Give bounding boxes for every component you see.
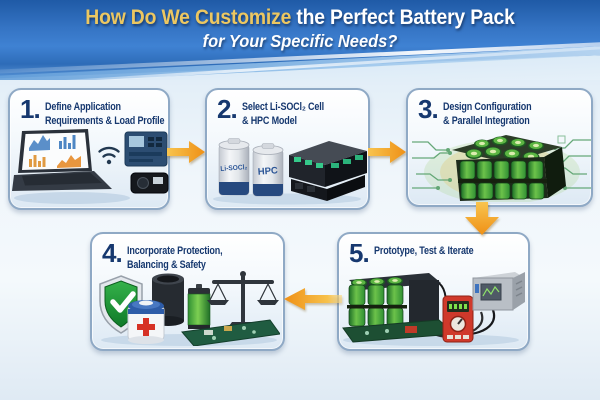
step-4-heading: 4. Incorporate Protection, Balancing & S… — [92, 234, 283, 273]
step-card-3: 3. Design Configuration & Parallel Integ… — [406, 88, 593, 207]
arrow-step5-to-step4 — [284, 288, 342, 310]
pack-cells — [348, 284, 404, 327]
step-title-line2: & HPC Model — [241, 114, 297, 127]
step-title-line2: Requirements & Load Profile — [44, 114, 165, 127]
cell-front-row-1 — [459, 160, 544, 180]
multimeter-icon — [442, 295, 474, 343]
cell-front-row-2 — [460, 182, 545, 200]
arrow-step3-to-step5 — [465, 202, 499, 235]
page-title-accent: How Do We Customize — [85, 5, 297, 29]
hpc-cell-icon: HPC — [252, 143, 284, 197]
header-banner: How Do We Customize the Perfect Battery … — [0, 0, 600, 80]
arrow-step2-to-step3 — [368, 141, 406, 163]
pcb-board-icon — [181, 319, 280, 346]
circuit-traces-left-icon — [412, 141, 452, 190]
step-title-line2: Balancing & Safety — [126, 258, 206, 271]
step-5-illustration — [342, 272, 525, 346]
wifi-icon — [98, 146, 120, 165]
step-3-heading: 3. Design Configuration & Parallel Integ… — [408, 90, 591, 129]
step-number: 3. — [418, 94, 439, 124]
step-1-heading: 1. Define Application Requirements & Loa… — [10, 90, 168, 129]
step-card-1: 1. Define Application Requirements & Loa… — [8, 88, 170, 210]
step-card-5: 5. Prototype, Test & Iterate — [337, 232, 530, 351]
page-title-rest: the Perfect Battery Pack — [296, 5, 515, 29]
test-device-icon — [124, 131, 168, 167]
page-subtitle: for Your Specific Needs? — [202, 31, 398, 51]
instrument-box-icon — [472, 272, 525, 311]
cell-label-hpc: HPC — [257, 165, 278, 177]
step-title-line1: Incorporate Protection, — [126, 245, 223, 257]
step-4-illustration — [99, 271, 280, 346]
step-card-2: 2. Select Li-SOCl₂ Cell & HPC Model Li-S… — [205, 88, 370, 210]
arrow-step1-to-step2 — [167, 141, 205, 163]
step-2-heading: 2. Select Li-SOCl₂ Cell & HPC Model — [207, 90, 368, 129]
step-number: 4. — [102, 238, 123, 268]
step-number: 2. — [217, 94, 238, 124]
step-1-illustration — [12, 129, 169, 204]
step-5-heading: 5. Prototype, Test & Iterate — [339, 234, 528, 268]
prototype-pack-icon — [342, 273, 457, 343]
step-card-4: 4. Incorporate Protection, Balancing & S… — [90, 232, 285, 351]
battery-pack-icon — [452, 135, 566, 201]
li-socl2-cell-icon: Li-SOCl₂ — [218, 138, 250, 196]
laptop-icon — [12, 129, 112, 191]
first-aid-cell-icon — [127, 300, 165, 344]
step-2-illustration: Li-SOCl₂ HPC — [213, 138, 367, 205]
step-title-line1: Design Configuration — [442, 101, 532, 113]
step-3-illustration — [412, 135, 591, 202]
red-cross-icon — [137, 318, 155, 336]
step-title-line1: Define Application — [44, 101, 121, 113]
step-title-line1: Prototype, Test & Iterate — [373, 245, 474, 257]
step-title-line1: Select Li-SOCl₂ Cell — [241, 101, 324, 113]
page-title: How Do We Customize the Perfect Battery … — [30, 5, 570, 30]
cell-label-li-socl2: Li-SOCl₂ — [220, 164, 247, 173]
datalogger-icon — [130, 172, 169, 194]
battery-module-icon — [289, 141, 367, 201]
green-battery-icon — [187, 284, 211, 329]
step-title-line2: & Parallel Integration — [442, 114, 530, 127]
step-number: 5. — [349, 238, 370, 268]
step-number: 1. — [20, 94, 41, 124]
